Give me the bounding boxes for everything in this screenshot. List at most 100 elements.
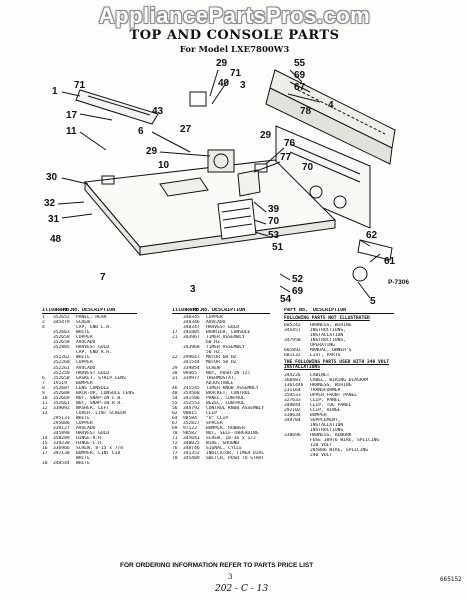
header-desc: DESCRIPTION <box>82 308 116 313</box>
description: CAP, END R.H. <box>76 350 112 356</box>
description: WHITE <box>76 461 90 467</box>
table-row: WHITE <box>42 456 137 461</box>
table-row: 60 HZ. <box>172 340 270 345</box>
description: 240 VOLT <box>310 453 333 459</box>
description: INSTRUCTIONS, <box>310 338 346 344</box>
part-no: 99465 <box>183 370 197 376</box>
part-no: 348346 <box>183 320 200 326</box>
table-row: 50 HZ. <box>172 350 270 355</box>
header-illus: Illus. No. <box>42 308 73 313</box>
table-row: ADJUSTABLE <box>172 381 270 386</box>
callout-number: 10 <box>158 160 170 171</box>
part-no: 341352 <box>183 451 200 457</box>
description: CABINET <box>310 372 330 378</box>
callout-number: 3 <box>240 80 246 91</box>
callout-number: 52 <box>292 274 304 285</box>
illus-no: 15 <box>42 441 48 447</box>
part-no: 345457 <box>284 328 301 334</box>
illus-no: 64 <box>172 415 178 421</box>
page-number: 3 <box>228 573 233 581</box>
part-no: 352658 <box>53 375 70 381</box>
description: UPPER FRONT PANEL <box>310 392 358 398</box>
callout-number: 76 <box>284 138 296 149</box>
part-no: 336966 <box>53 446 70 452</box>
description: HARNESS, REWORK <box>310 433 352 439</box>
illus-no: 72 <box>172 441 178 447</box>
part-no: 338634 <box>284 412 301 418</box>
illus-no: 71 <box>172 436 178 442</box>
table-row: FUSE 38976 WIRE, SPLICING <box>284 438 394 443</box>
description: CONTROL KNOB ASSEMBLY <box>206 405 265 411</box>
description: HINGE-L.H. <box>76 441 104 447</box>
header-illus: Illus. No. <box>172 308 203 313</box>
description: NUT, SNAP-IN L.H. <box>76 395 124 401</box>
table-header: Illus. No. Part No. DESCRIPTION <box>172 308 270 315</box>
table-row: OPERATING <box>284 343 394 348</box>
callout-number: 71 <box>74 80 86 91</box>
description: PANEL, CONTROL <box>206 395 245 401</box>
description: PANEL, REAR <box>76 315 107 321</box>
callout-number: 29 <box>146 146 158 157</box>
callout-number: 6 <box>138 126 144 137</box>
description: 60 HZ. <box>206 340 223 346</box>
part-no: 345890 <box>53 431 70 437</box>
description: TRANSFORMER <box>310 387 341 393</box>
callout-number: 3 <box>190 284 196 295</box>
part-no: 352259 <box>53 370 70 376</box>
header-part: Part No. <box>56 308 81 313</box>
figure-code: P-7306 <box>388 279 409 286</box>
description: ADJUSTABLE <box>206 380 234 386</box>
table-row: 348346 AVOCADO <box>172 320 270 325</box>
description: HINGE-R.H. <box>76 436 104 442</box>
description: AVOCADO <box>206 320 226 326</box>
description: CLIP, HINGE <box>310 407 341 413</box>
callout-number: 32 <box>44 198 56 209</box>
part-no: 345409 <box>183 456 200 462</box>
description: BRACKET, CONTROL <box>206 390 251 396</box>
description: LIST, PARTS <box>310 353 341 359</box>
callout-number: 29 <box>260 130 272 141</box>
description: SCREW, 8-15 x 7/8 <box>76 446 124 452</box>
part-no: 98584 <box>183 415 197 421</box>
description: HARVEST GOLD <box>206 325 240 331</box>
exploded-diagram: P-7306 171171130323129713556967629767743… <box>44 58 409 307</box>
callout-number: 67 <box>294 82 306 93</box>
part-no: 327633 <box>284 397 301 403</box>
callout-number: 53 <box>268 230 280 241</box>
table-row: INSTALLATION <box>284 423 394 428</box>
illus-no: 6 <box>42 375 45 381</box>
illus-no: 1 <box>42 315 45 321</box>
callout-number: 11 <box>66 126 77 137</box>
callout-number: 39 <box>268 204 280 215</box>
